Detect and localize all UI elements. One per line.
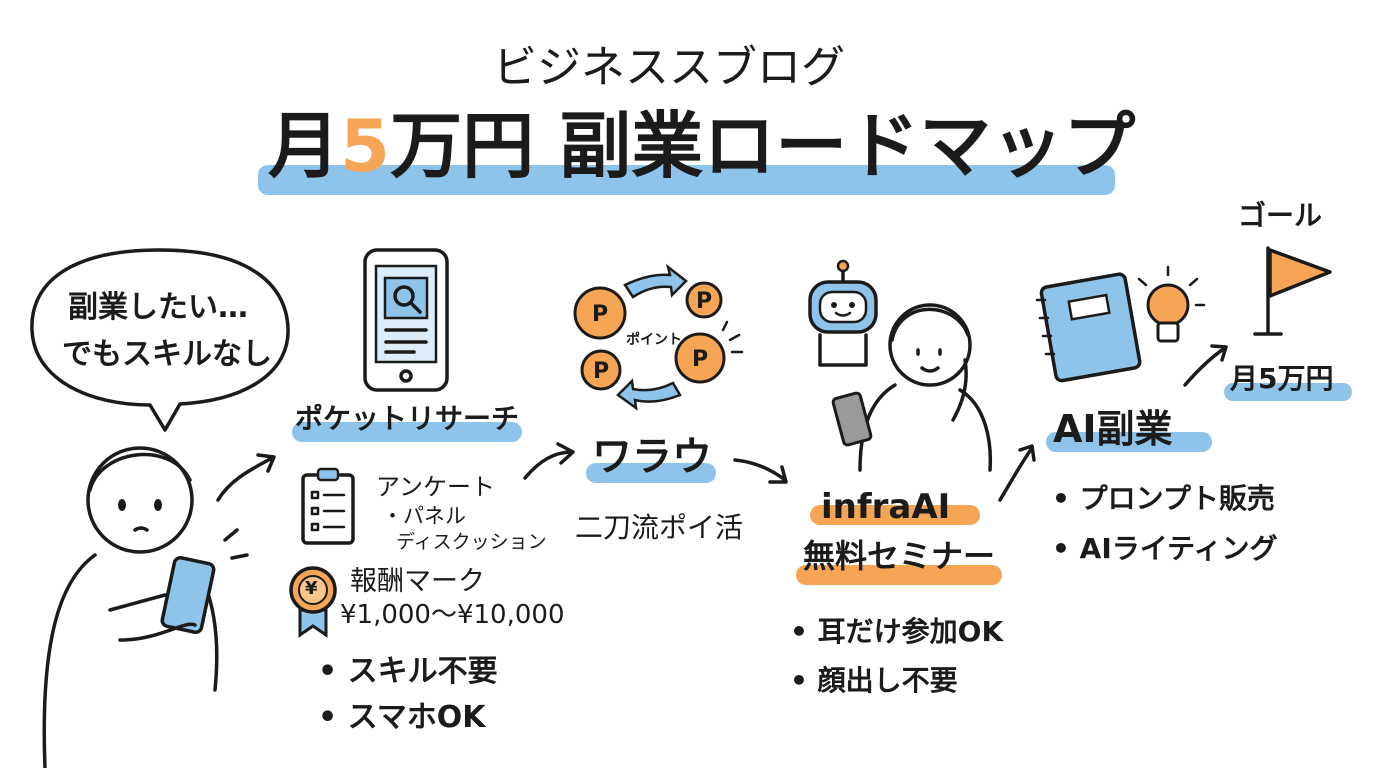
medal-symbol: ¥ <box>305 578 318 599</box>
title-number: 5 <box>340 104 391 188</box>
robot-and-listener-icon <box>808 259 993 472</box>
step1-task2: ・パネル <box>382 504 466 528</box>
step3-name-line1: infraAI <box>821 487 951 527</box>
subtitle: ビジネススブログ <box>493 42 845 93</box>
person-with-phone-icon <box>42 446 276 768</box>
title-highlight <box>258 165 1115 195</box>
bubble-line2: でもスキルなし <box>62 337 272 372</box>
coin-label: ポイント <box>626 332 682 348</box>
title-prefix: 月 <box>268 104 341 188</box>
bullet-text: プロンプト販売 <box>1079 482 1275 515</box>
step3-bullet-1: • 耳だけ参加OK <box>790 615 1004 648</box>
step3-highlight-1 <box>810 505 980 525</box>
step1-name: ポケットリサーチ <box>295 402 520 435</box>
bullet-text: 耳だけ参加OK <box>817 615 1004 648</box>
step1-bullet-2: • スマホOK <box>318 700 486 735</box>
bullet-text: AIライティング <box>1079 532 1278 565</box>
step1-bullet-1: • スキル不要 <box>318 654 498 689</box>
coin-symbol: P <box>592 302 608 327</box>
step3-name-line2: 無料セミナー <box>803 537 996 575</box>
bullet-text: 顔出し不要 <box>817 664 958 697</box>
goal-label: ゴール <box>1238 199 1323 232</box>
step4-bullet-2: • AIライティング <box>1052 532 1278 565</box>
step3-bullet-2: • 顔出し不要 <box>790 664 958 697</box>
smartphone-search-icon <box>363 248 449 392</box>
lightbulb-icon <box>1137 265 1206 343</box>
coin-symbol: P <box>696 289 712 314</box>
step4-bullet-1: • プロンプト販売 <box>1052 482 1275 515</box>
arrow-icons <box>523 344 1228 502</box>
bubble-line1: 副業したい… <box>68 290 248 325</box>
coin-symbol: P <box>593 359 609 384</box>
step4-highlight <box>1046 432 1212 452</box>
speech-bubble-icon <box>30 248 290 432</box>
step2-name: ワラウ <box>592 434 712 480</box>
points-coins-icon: P P P P <box>573 263 744 411</box>
bullet-text: スマホOK <box>347 700 486 735</box>
goal-highlight <box>1224 383 1352 401</box>
bullet-text: スキル不要 <box>347 654 498 689</box>
goal-flag-icon <box>1253 246 1332 336</box>
notebook-icon <box>1035 272 1142 383</box>
reward-label: 報酬マーク <box>350 566 485 597</box>
step1-task1: アンケート <box>376 473 496 501</box>
yen-medal-icon <box>289 566 337 638</box>
step3-highlight-2 <box>796 565 1002 585</box>
step1-task3: ディスクッション <box>396 531 547 553</box>
step2-caption: 二刀流ポイ活 <box>575 511 744 544</box>
step1-highlight <box>292 422 522 442</box>
goal-amount: 月5万円 <box>1230 362 1334 395</box>
page-title: 月5万円 副業ロードマップ <box>268 110 1135 182</box>
reward-range: ¥1,000～¥10,000 <box>340 600 565 630</box>
step4-name: AI副業 <box>1053 407 1173 451</box>
coin-symbol: P <box>692 347 708 372</box>
step2-highlight <box>586 463 716 483</box>
clipboard-icon <box>301 467 355 545</box>
title-suffix: 万円 副業ロードマップ <box>390 104 1136 188</box>
